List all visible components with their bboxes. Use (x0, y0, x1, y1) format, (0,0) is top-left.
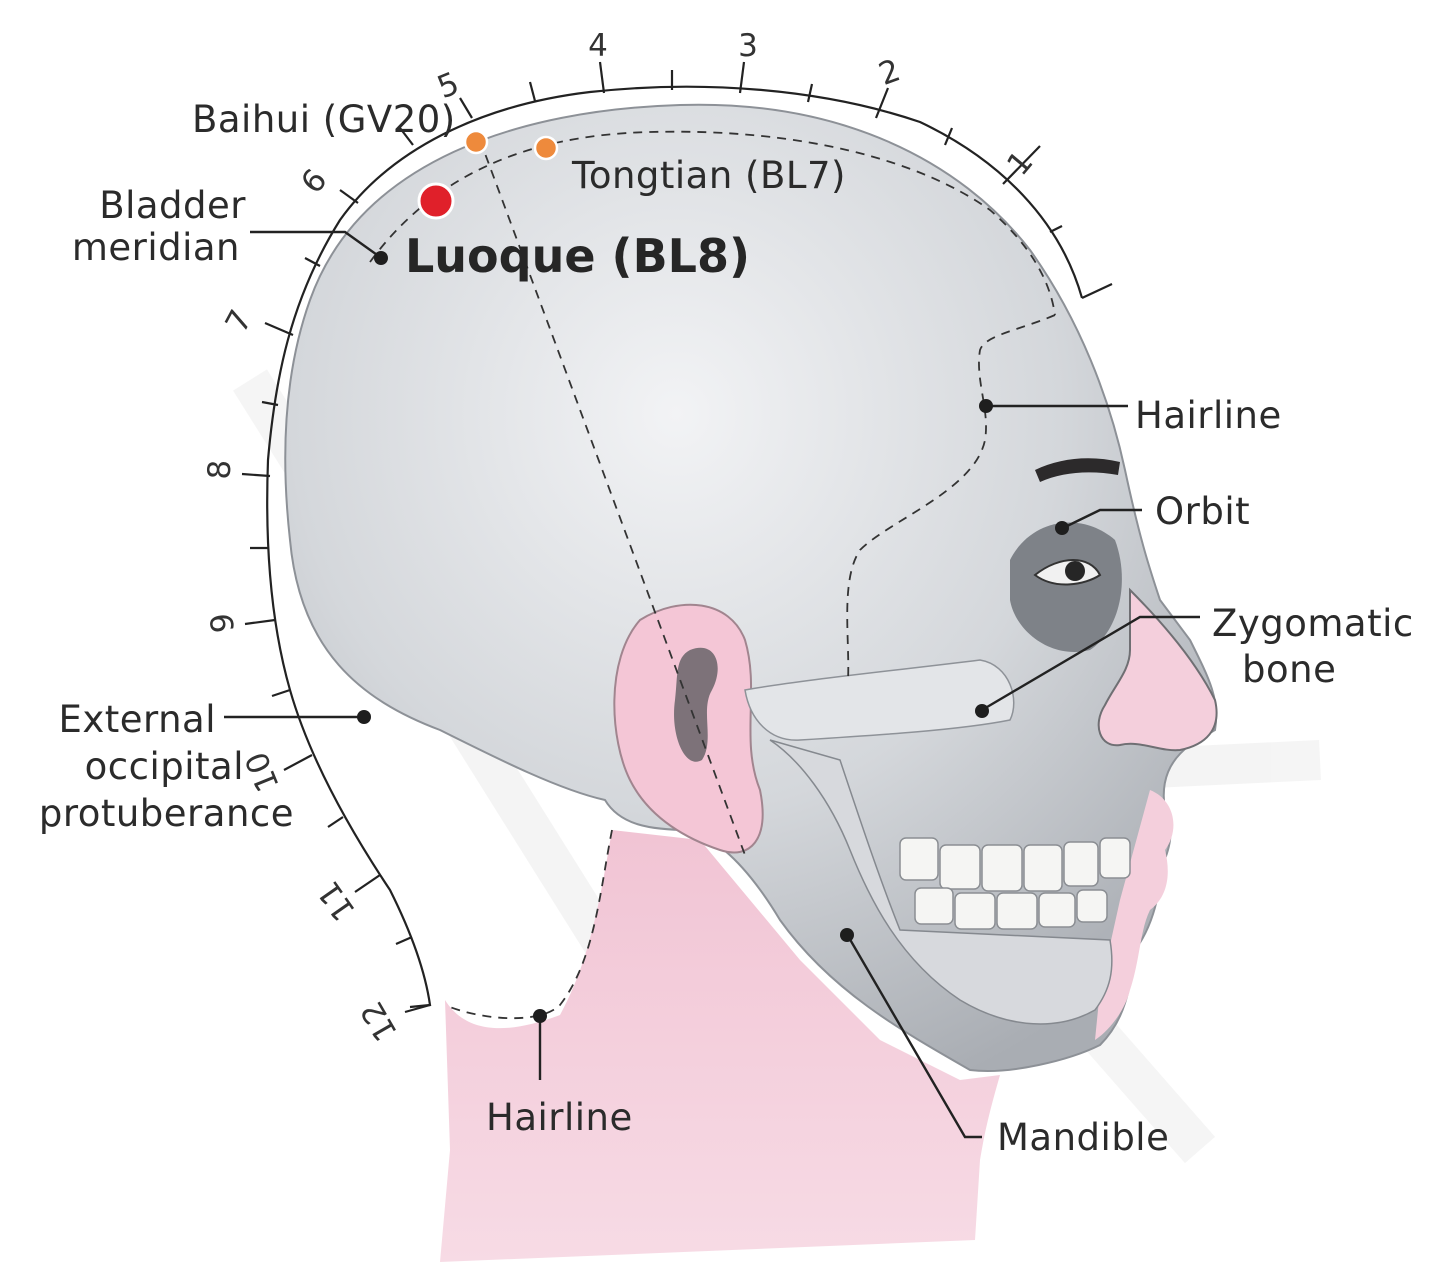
scale-number-3: 3 (738, 28, 758, 64)
label-hairline-front: Hairline (1135, 394, 1282, 437)
lips (1095, 790, 1174, 1040)
label-baihui: Baihui (GV20) (192, 98, 456, 141)
label-tongtian: Tongtian (BL7) (571, 154, 846, 197)
pupil (1065, 561, 1085, 581)
label-hairline-back: Hairline (486, 1096, 633, 1139)
front-hairline-dashed (846, 314, 1056, 681)
scale-number-4: 4 (588, 28, 608, 64)
back-hairline-dashed (444, 829, 613, 1020)
scale-number-7: 7 (219, 304, 260, 338)
scale-number-6: 6 (294, 162, 334, 200)
nose (1097, 587, 1218, 752)
labels: Baihui (GV20) Tongtian (BL7) Bladder mer… (39, 98, 1414, 1159)
baihui-point (463, 129, 489, 155)
neck (440, 830, 1000, 1262)
luoque-point (417, 182, 455, 220)
scale-number-9: 9 (204, 611, 242, 634)
teeth (899, 837, 1131, 930)
leader-lines (224, 230, 1200, 1139)
label-mandible: Mandible (997, 1116, 1169, 1159)
label-bladder-line2: meridian (72, 226, 240, 269)
eye-socket (1010, 522, 1122, 652)
measurement-ticks (241, 61, 1113, 1014)
eyebrow (1035, 458, 1120, 482)
scale-number-11: 11 (311, 874, 363, 927)
scale-number-8: 8 (202, 459, 239, 480)
label-zygomatic-line2: bone (1242, 648, 1336, 691)
scale-number-10: 10 (239, 747, 287, 797)
label-zygomatic-line1: Zygomatic (1212, 602, 1414, 645)
label-bladder-line1: Bladder (99, 184, 246, 227)
scale-number-2: 2 (874, 52, 905, 93)
meridian-line (369, 130, 1056, 316)
tongtian-point (533, 135, 559, 161)
label-luoque: Luoque (BL8) (405, 229, 750, 283)
ear-inner (674, 647, 718, 762)
label-eop-line1: External (58, 698, 216, 741)
zygomatic-arch (744, 659, 1015, 741)
mandible-bone (769, 739, 1113, 1025)
label-eop-line2: occipital (85, 745, 244, 788)
scale-number-12: 12 (354, 995, 405, 1047)
label-orbit: Orbit (1155, 490, 1250, 533)
label-eop-line3: protuberance (39, 792, 294, 835)
